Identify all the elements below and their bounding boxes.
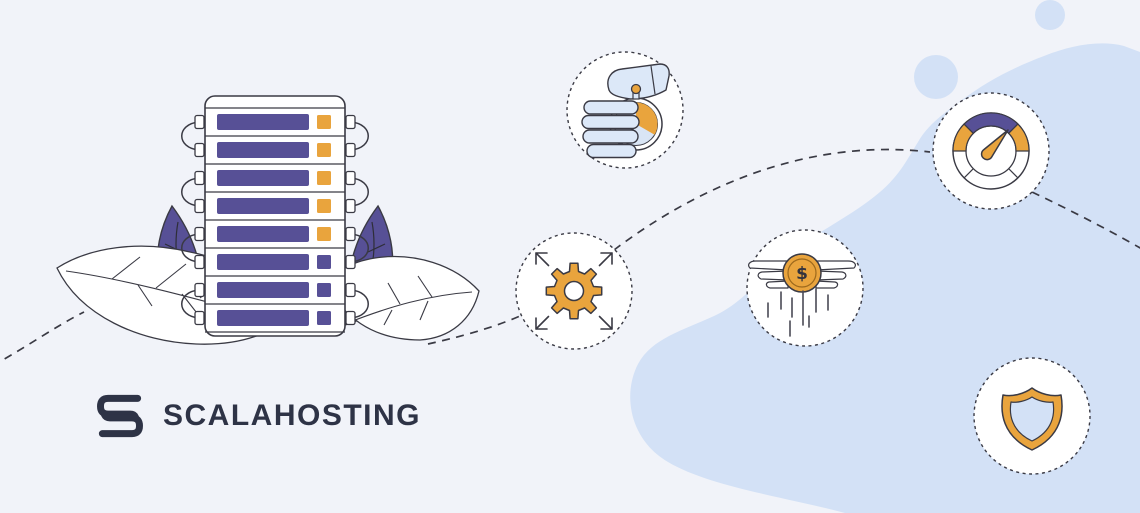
server-body bbox=[204, 95, 346, 337]
gauge-dividers bbox=[963, 168, 1019, 179]
dollar-sign: $ bbox=[796, 264, 808, 284]
expand-arrows bbox=[535, 252, 613, 330]
brand-logo-text: SCALAHOSTING bbox=[163, 399, 421, 432]
server-cable-loops bbox=[181, 121, 369, 319]
gauge-needle bbox=[980, 129, 1009, 161]
stopwatch-in-hand-icon bbox=[566, 51, 684, 169]
speedometer-icon bbox=[932, 92, 1050, 210]
server-row-separators bbox=[205, 107, 345, 333]
brand-logo-mark bbox=[97, 394, 143, 438]
expand-gear-icon bbox=[515, 232, 633, 350]
server-drive-bars bbox=[217, 114, 309, 326]
server-indicator-lights bbox=[317, 115, 331, 325]
shield-icon bbox=[973, 357, 1091, 475]
hand-fingers bbox=[581, 100, 640, 159]
bubble bbox=[1065, 50, 1115, 100]
winged-money-icon: $ bbox=[746, 229, 864, 347]
server-stack-illustration bbox=[181, 95, 369, 337]
brand-logo: SCALAHOSTING bbox=[92, 390, 421, 442]
server-cable-tabs bbox=[194, 114, 356, 326]
wings bbox=[748, 260, 856, 289]
connector-dashed-path bbox=[0, 148, 1140, 363]
speed-lines bbox=[767, 288, 829, 337]
bubble bbox=[914, 55, 958, 99]
bubble bbox=[1035, 0, 1065, 30]
